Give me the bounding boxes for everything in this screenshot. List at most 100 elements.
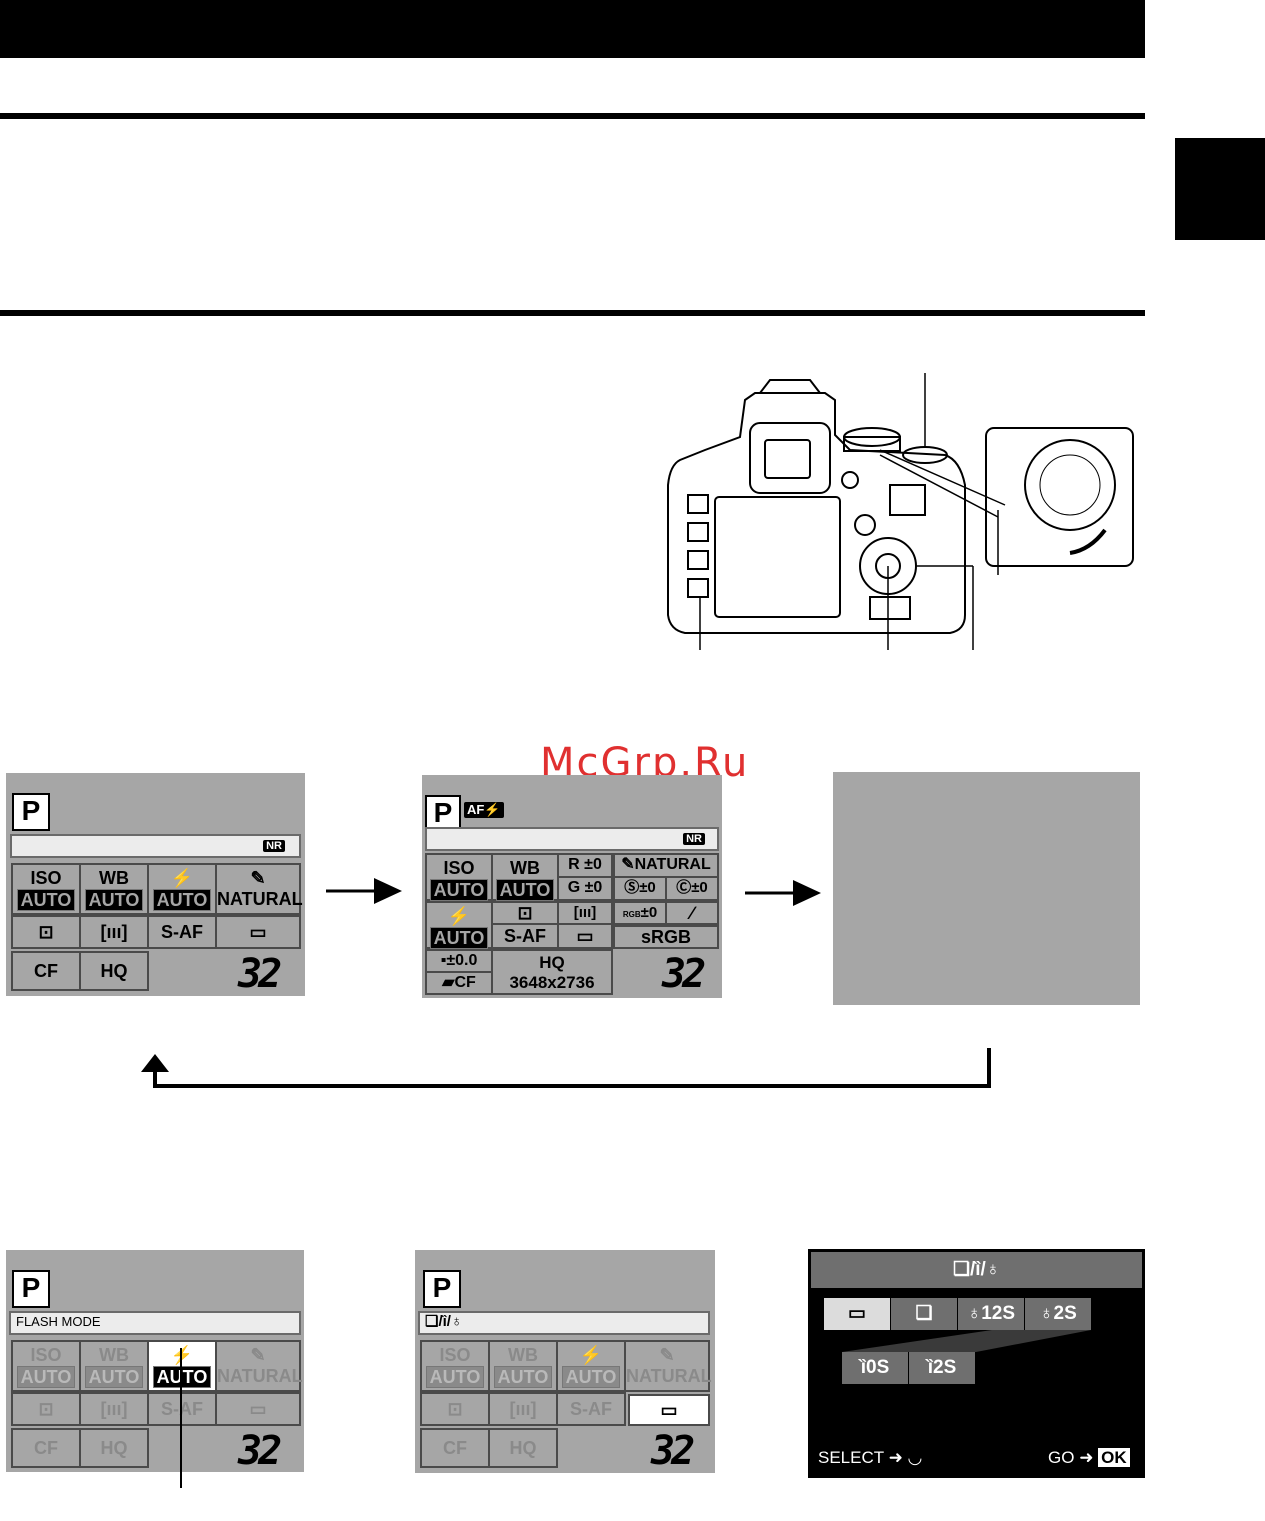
af-mode-cell[interactable]: S-AF: [147, 915, 217, 949]
mode-badge: P: [12, 793, 50, 831]
card-value: CF: [443, 1438, 467, 1458]
sharpness-icon-cell[interactable]: ∕: [665, 901, 719, 925]
picture-mode-cell[interactable]: ✎NATURAL: [215, 863, 303, 915]
picture-mode-cell[interactable]: ✎NATURAL: [613, 853, 719, 878]
ev-icon: ▪: [440, 952, 447, 969]
flash-icon: ⚡: [447, 906, 471, 926]
remaining-count: 32: [238, 951, 282, 997]
af-flash-badge: AF⚡: [464, 802, 504, 818]
ev-value: ±0.0: [446, 952, 478, 969]
wb-g-value: G ±0: [567, 879, 603, 896]
drive-cell[interactable]: ▭: [215, 915, 301, 949]
drive-option-self-timer-12s[interactable]: ♁12S: [958, 1298, 1024, 1330]
af-area-icon: [ııı]: [509, 1399, 537, 1419]
metering-cell[interactable]: ⊡: [491, 901, 559, 925]
af-area-icon: [ııı]: [100, 922, 128, 942]
metering-cell[interactable]: ⊡: [11, 1392, 81, 1426]
iso-label: ISO: [30, 868, 62, 888]
nr-badge: NR: [683, 833, 705, 845]
picture-mode-cell[interactable]: ✎NATURAL: [624, 1340, 712, 1392]
card-cell[interactable]: CF: [11, 951, 81, 991]
af-area-cell[interactable]: [ııı]: [79, 915, 149, 949]
flash-value: AUTO: [429, 927, 489, 949]
contrast-cell[interactable]: Ⓒ±0: [665, 876, 719, 901]
card-cell[interactable]: CF: [420, 1428, 490, 1468]
card-cell[interactable]: CF: [11, 1428, 81, 1468]
flash-cell[interactable]: ⚡AUTO: [556, 1340, 626, 1392]
contrast-value: Ⓒ±0: [676, 879, 708, 896]
af-mode-value: S-AF: [161, 1399, 203, 1419]
info-bar: NR: [425, 827, 719, 851]
picture-mode-icon: ✎: [250, 1345, 266, 1365]
sharpness-cell[interactable]: RGB±0: [613, 901, 667, 925]
metering-cell[interactable]: ⊡: [420, 1392, 490, 1426]
mode-badge: P: [425, 795, 461, 831]
drive-option-sequential[interactable]: ❏: [891, 1298, 957, 1330]
card-cell[interactable]: ▰CF: [425, 971, 493, 995]
picture-mode-icon: ✎: [250, 868, 266, 888]
picture-mode-cell[interactable]: ✎NATURAL: [215, 1340, 303, 1392]
color-space-cell[interactable]: sRGB: [613, 925, 719, 949]
af-mode-cell[interactable]: S-AF: [556, 1392, 626, 1426]
submenu-connector: [842, 1330, 1091, 1352]
flash-cell-selected[interactable]: ⚡AUTO: [147, 1340, 217, 1392]
flash-cell[interactable]: ⚡AUTO: [147, 863, 217, 915]
saturation-cell[interactable]: Ⓢ±0: [613, 876, 667, 901]
quality-cell[interactable]: HQ: [488, 1428, 558, 1468]
flash-cell[interactable]: ⚡AUTO: [425, 901, 493, 949]
picture-mode-value: NATURAL: [634, 856, 711, 873]
af-area-cell[interactable]: [ııı]: [79, 1392, 149, 1426]
single-frame-icon: ▭: [249, 1399, 267, 1419]
rgb-value: ±0: [640, 904, 658, 921]
wb-label: WB: [99, 1345, 129, 1365]
wb-r-cell[interactable]: R ±0: [557, 853, 613, 878]
drive-option-self-timer-2s[interactable]: ♁2S: [1025, 1298, 1091, 1330]
af-mode-cell[interactable]: S-AF: [491, 923, 559, 949]
rule-2: [0, 310, 1145, 316]
drive-option-single[interactable]: ▭: [824, 1298, 890, 1330]
remaining-count: 32: [651, 1428, 695, 1474]
single-frame-icon: ▭: [660, 1400, 678, 1420]
wb-g-cell[interactable]: G ±0: [557, 876, 613, 901]
rule-1: [0, 113, 1145, 119]
metering-icon: ⊡: [447, 1399, 463, 1419]
drive-menu-screen: ❏/ȉ/♁ ▭ ❏ ♁12S ♁2S ȉ0S ȉ2S SELECT ➜ ◡ GO…: [808, 1249, 1145, 1478]
drive-cell-selected[interactable]: ▭: [628, 1394, 710, 1426]
af-area-icon: [ııı]: [100, 1399, 128, 1419]
drive-menu-title-bar: ❏/ȉ/♁: [811, 1252, 1142, 1288]
quality-cell[interactable]: HQ: [79, 1428, 149, 1468]
af-mode-value: S-AF: [504, 926, 546, 946]
drive-cell[interactable]: ▭: [215, 1392, 301, 1426]
flash-icon: ⚡: [170, 868, 194, 888]
color-space-value: sRGB: [640, 927, 691, 947]
metering-cell[interactable]: ⊡: [11, 915, 81, 949]
ev-cell[interactable]: ▪±0.0: [425, 949, 493, 973]
info-bar: NR: [10, 834, 301, 858]
mode-badge: P: [12, 1270, 50, 1308]
saturation-value: Ⓢ±0: [624, 879, 656, 896]
drive-cell[interactable]: ▭: [557, 923, 613, 949]
select-hint: SELECT ➜ ◡: [818, 1448, 922, 1468]
callout-line: [180, 1348, 182, 1488]
sharpness-icon: ∕: [690, 903, 694, 923]
wb-label: WB: [510, 858, 540, 878]
wb-value: AUTO: [493, 1366, 553, 1388]
af-area-cell[interactable]: [ııı]: [557, 901, 613, 925]
drive-option-remote-2s[interactable]: ȉ2S: [909, 1352, 975, 1384]
drive-option-remote-0s[interactable]: ȉ0S: [842, 1352, 908, 1384]
wb-label: WB: [508, 1345, 538, 1365]
af-area-cell[interactable]: [ııı]: [488, 1392, 558, 1426]
quality-cell[interactable]: HQ: [79, 951, 149, 991]
af-mode-cell[interactable]: S-AF: [147, 1392, 217, 1426]
